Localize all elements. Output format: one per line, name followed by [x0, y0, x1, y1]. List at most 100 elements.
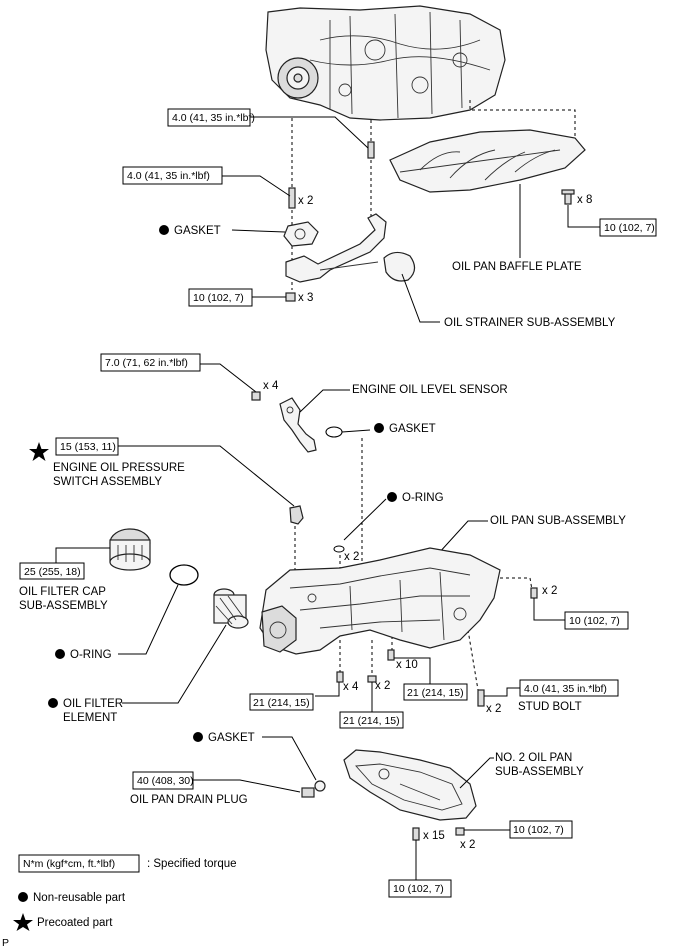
engine-block-illustration — [265, 5, 506, 121]
strainer-gasket-illustration — [283, 221, 319, 247]
torque-text: 15 (153, 11) — [60, 441, 116, 453]
quantity-label: x 2 — [460, 839, 475, 851]
torque-box-pan-x10: 21 (214, 15) — [403, 683, 468, 701]
engine-oil-level-sensor-illustration — [279, 397, 317, 453]
quantity-label: x 4 — [263, 380, 279, 392]
no2-oil-pan-illustration — [343, 749, 477, 821]
quantity-label: x 2 — [344, 551, 359, 563]
torque-text: 4.0 (41, 35 in.*lbf) — [172, 112, 255, 124]
oring-filter-label: O-RING — [70, 649, 112, 661]
torque-text: 10 (102, 7) — [513, 824, 564, 836]
engine-stud-illustration — [367, 141, 375, 159]
sensor-gasket-illustration — [325, 426, 343, 438]
filter-oring-illustration — [169, 564, 199, 586]
torque-box-stud-bolt: 4.0 (41, 35 in.*lbf) — [519, 679, 619, 697]
torque-box-pan-x4: 21 (214, 15) — [249, 693, 314, 711]
non-reusable-dot-icon — [387, 492, 397, 502]
torque-text: 4.0 (41, 35 in.*lbf) — [524, 683, 607, 695]
oil-filter-label-line1: OIL FILTER — [63, 698, 123, 710]
torque-text: 10 (102, 7) — [193, 292, 244, 304]
torque-box-pan-x2: 21 (214, 15) — [339, 711, 404, 729]
stud-bolt-illustration — [477, 689, 485, 707]
oring-pan-label: O-RING — [402, 492, 444, 504]
torque-box-no2-x2: 10 (102, 7) — [509, 820, 573, 839]
precoated-star-icon — [13, 913, 33, 931]
torque-box-pressure-switch: 15 (153, 11) — [55, 437, 119, 456]
quantity-label: x 2 — [298, 195, 313, 207]
quantity-label: x 8 — [577, 194, 592, 206]
precoated-star-icon — [29, 442, 49, 461]
torque-text: 10 (102, 7) — [604, 222, 655, 234]
no2-pan-label-line1: NO. 2 OIL PAN — [495, 752, 572, 764]
no2-pan-label-line2: SUB-ASSEMBLY — [495, 766, 584, 778]
non-reusable-dot-icon — [374, 423, 384, 433]
non-reusable-dot-icon — [193, 732, 203, 742]
strainer-nut-illustration — [285, 292, 296, 302]
torque-box-strainer-stud: 4.0 (41, 35 in.*lbf) — [122, 166, 223, 185]
torque-box-filter-cap: 25 (255, 18) — [19, 562, 85, 580]
sensor-bolt-illustration — [251, 391, 261, 401]
torque-box-level-sensor: 7.0 (71, 62 in.*lbf) — [100, 353, 201, 372]
torque-box-no2-x15: 10 (102, 7) — [388, 879, 452, 898]
quantity-label: x 2 — [542, 585, 557, 597]
non-reusable-dot-icon — [48, 698, 58, 708]
torque-box-drain-plug: 40 (408, 30) — [132, 771, 194, 790]
pan-bolt-x10-illustration — [387, 649, 395, 661]
no2-pan-bolt-x2-illustration — [455, 827, 465, 836]
quantity-label: x 2 — [375, 680, 390, 692]
drain-gasket-illustration — [314, 780, 326, 792]
level-sensor-label: ENGINE OIL LEVEL SENSOR — [352, 384, 508, 396]
torque-box-baffle-bolt: 10 (102, 7) — [599, 218, 657, 237]
stud-bolt-label: STUD BOLT — [518, 701, 582, 713]
gasket-label: GASKET — [174, 225, 221, 237]
torque-unit-text: N*m (kgf*cm, ft.*lbf) — [23, 858, 115, 870]
torque-text: 21 (214, 15) — [253, 697, 310, 709]
pressure-switch-label-line2: SWITCH ASSEMBLY — [53, 476, 162, 488]
oil-strainer-label: OIL STRAINER SUB-ASSEMBLY — [444, 317, 616, 329]
torque-unit-box — [18, 854, 140, 873]
non-reusable-dot-icon — [159, 225, 169, 235]
non-reusable-dot-icon — [18, 892, 28, 902]
strainer-stud-illustration — [288, 187, 296, 209]
no2-pan-bolt-x15-illustration — [412, 827, 420, 841]
torque-text: 40 (408, 30) — [137, 775, 194, 787]
filter-cap-label-line1: OIL FILTER CAP — [19, 586, 106, 598]
torque-text: 21 (214, 15) — [407, 687, 464, 699]
torque-text: 21 (214, 15) — [343, 715, 400, 727]
quantity-label: x 15 — [423, 830, 445, 842]
torque-text: 4.0 (41, 35 in.*lbf) — [127, 170, 210, 182]
oil-pan-sub-assembly-illustration — [259, 547, 501, 655]
legend: N*m (kgf*cm, ft.*lbf) : Specified torque… — [13, 854, 237, 931]
pan-side-bolt-illustration — [530, 587, 538, 599]
torque-legend-desc: : Specified torque — [147, 858, 237, 870]
torque-text: 25 (255, 18) — [24, 566, 81, 578]
torque-box-engine-stud: 4.0 (41, 35 in.*lbf) — [167, 108, 255, 127]
oil-filter-cap-illustration — [109, 528, 151, 571]
quantity-label: x 10 — [396, 659, 418, 671]
torque-text: 10 (102, 7) — [393, 883, 444, 895]
pan-oring-illustration — [333, 545, 345, 553]
pan-bolt-x4-illustration — [336, 671, 344, 683]
quantity-label: x 4 — [343, 681, 359, 693]
quantity-label: x 3 — [298, 292, 313, 304]
oil-filter-label-line2: ELEMENT — [63, 712, 117, 724]
drain-plug-label: OIL PAN DRAIN PLUG — [130, 794, 248, 806]
torque-box-strainer-nut: 10 (102, 7) — [188, 288, 253, 307]
baffle-plate-label: OIL PAN BAFFLE PLATE — [452, 261, 582, 273]
oil-pan-label: OIL PAN SUB-ASSEMBLY — [490, 515, 626, 527]
drain-plug-illustration — [301, 787, 315, 798]
oil-strainer-illustration — [285, 213, 416, 283]
corner-mark: P — [2, 937, 9, 949]
oil-filter-element-illustration — [213, 588, 249, 629]
non-reusable-dot-icon — [55, 649, 65, 659]
torque-text: 7.0 (71, 62 in.*lbf) — [105, 357, 188, 369]
torque-text: 10 (102, 7) — [569, 615, 620, 627]
gasket-label: GASKET — [208, 732, 255, 744]
gasket-label: GASKET — [389, 423, 436, 435]
pressure-switch-illustration — [289, 505, 304, 525]
pressure-switch-label-line1: ENGINE OIL PRESSURE — [53, 462, 185, 474]
oil-pan-baffle-plate-illustration — [389, 129, 586, 193]
baffle-bolt-illustration — [561, 189, 575, 205]
torque-box-pan-side: 10 (102, 7) — [564, 611, 629, 630]
